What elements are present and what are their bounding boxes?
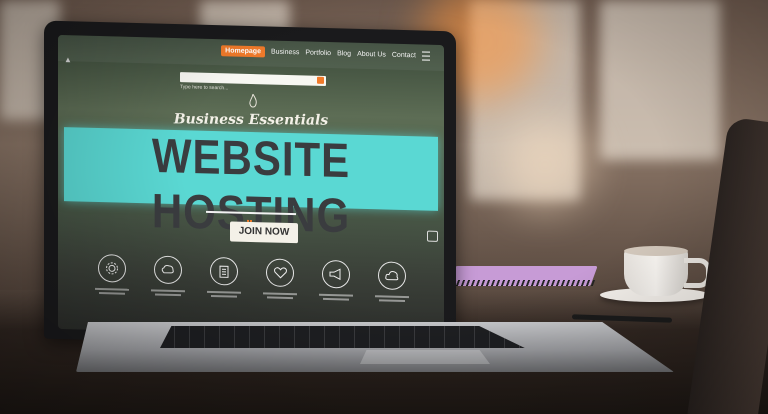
window-glow (500, 120, 590, 210)
feature-item[interactable] (204, 256, 244, 298)
cloud-chat-icon (154, 255, 182, 285)
nav-item-contact[interactable]: Contact (391, 51, 416, 60)
feature-text-line (99, 292, 125, 295)
laptop-screen: Homepage Business Portfolio Blog About U… (58, 34, 444, 340)
join-now-button[interactable]: JOIN NOW (230, 221, 298, 244)
background-window (600, 0, 720, 160)
nav-item-portfolio[interactable]: Portfolio (305, 49, 332, 58)
feature-text-line (323, 297, 349, 301)
flame-icon (249, 93, 257, 108)
laptop-keyboard (160, 326, 525, 348)
feature-text-line (155, 293, 181, 297)
cloud-icon (378, 261, 406, 291)
megaphone-icon (322, 259, 350, 289)
feature-item[interactable] (372, 261, 412, 303)
nav-item-business[interactable]: Business (270, 48, 300, 57)
search-icon[interactable] (317, 76, 324, 84)
site-logo-icon[interactable]: ▲ (64, 55, 72, 65)
heart-icon (266, 258, 294, 288)
feature-text-line (267, 296, 293, 300)
gear-cog-icon (98, 253, 126, 283)
feature-text-line (375, 295, 409, 299)
hero-banner: WEBSITE HOSTING (64, 127, 438, 243)
coffee-cup (624, 250, 688, 296)
nav-item-about-us[interactable]: About Us (357, 50, 386, 59)
feature-text-line (151, 289, 185, 293)
feature-row (92, 253, 412, 303)
laptop-trackpad (360, 350, 490, 364)
feature-text-line (263, 292, 297, 296)
nav-item-blog[interactable]: Blog (337, 50, 352, 58)
feature-item[interactable] (148, 255, 188, 297)
feature-text-line (319, 293, 353, 297)
feature-item[interactable] (316, 259, 356, 301)
notebook-spiral (450, 280, 596, 286)
document-icon (210, 256, 238, 286)
nav-item-homepage[interactable]: Homepage (221, 45, 265, 58)
coffee-cup-rim (624, 246, 688, 256)
feature-text-line (379, 299, 405, 303)
search-caption: Type here to search... (180, 84, 229, 92)
feature-item[interactable] (260, 258, 300, 300)
menu-icon[interactable] (422, 51, 430, 61)
divider-dots (247, 209, 255, 223)
feature-text-line (211, 294, 237, 298)
feature-item[interactable] (92, 253, 132, 295)
scroll-down-button[interactable] (427, 230, 438, 242)
feature-text-line (207, 290, 241, 294)
feature-text-line (95, 287, 129, 291)
